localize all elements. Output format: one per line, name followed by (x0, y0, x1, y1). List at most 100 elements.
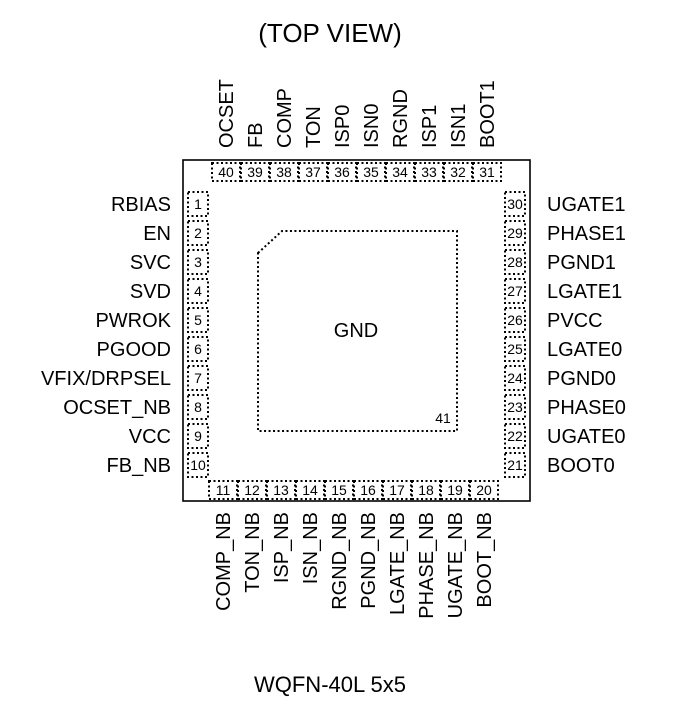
pin-name: PGOOD (97, 339, 171, 361)
pin-number: 17 (389, 482, 405, 498)
pin-right-29: 29 PHASE1 (504, 220, 626, 246)
pin-number: 11 (216, 482, 231, 498)
pin-number: 18 (418, 482, 434, 498)
pin-number: 36 (334, 164, 350, 180)
exposed-pad-number: 41 (435, 410, 451, 426)
exposed-pad-label: GND (334, 320, 378, 342)
pin-number: 40 (218, 164, 234, 180)
exposed-pad (257, 230, 458, 432)
pin-name: RBIAS (111, 194, 171, 216)
pin-pad (187, 452, 209, 478)
pin-name: TON (303, 106, 325, 148)
pin-number: 24 (507, 370, 523, 386)
pin-number: 13 (273, 482, 289, 498)
pin-name: OCSET (216, 79, 238, 148)
pin-pad (187, 365, 209, 391)
pin-name: LGATE0 (547, 339, 622, 361)
pin-left-8: 8 OCSET_NB (63, 394, 209, 420)
pin-number: 29 (507, 225, 523, 241)
pin-number: 10 (190, 457, 206, 473)
pin-name: PGND1 (547, 252, 616, 274)
pin-pad (504, 423, 526, 449)
pin-name: UGATE_NB (445, 512, 467, 618)
pin-pad (504, 336, 526, 362)
pin-pad (504, 278, 526, 304)
pins-layer: 1RBIAS2EN3SVC4SVD5PWROK6PGOOD7VFIX/DRPSE… (41, 79, 626, 619)
pin-name: BOOT0 (547, 455, 615, 477)
pin-name: LGATE1 (547, 281, 622, 303)
pin-number: 3 (194, 254, 202, 270)
pin-number: 6 (194, 341, 202, 357)
pin-left-6: 6 PGOOD (97, 336, 209, 362)
pin-top-39: 39 FB (240, 122, 270, 182)
pin-pad (504, 220, 526, 246)
pin-name: EN (143, 223, 171, 245)
pin-right-25: 25 LGATE0 (504, 336, 622, 362)
pin-name: PGND_NB (358, 512, 380, 609)
pin-pad (211, 162, 241, 182)
pin-name: BOOT_NB (474, 512, 496, 608)
pin-name: TON_NB (242, 512, 264, 593)
pin-pad (504, 365, 526, 391)
pin-name: ISN_NB (300, 512, 322, 584)
pin-number: 8 (194, 399, 202, 415)
pin-name: VFIX/DRPSEL (41, 368, 171, 390)
pin-pad (504, 307, 526, 333)
pin-number: 1 (194, 196, 202, 212)
pin-number: 22 (507, 428, 523, 444)
pin-name: PHASE_NB (416, 512, 438, 619)
pin-right-24: 24 PGND0 (504, 365, 616, 391)
pin-name: UGATE1 (547, 194, 626, 216)
pin-number: 39 (247, 164, 263, 180)
pin-name: ISP1 (419, 105, 441, 148)
pin-name: LGATE_NB (387, 512, 409, 615)
pin-pad (504, 249, 526, 275)
pin-number: 14 (302, 482, 318, 498)
pin-pad (504, 191, 526, 217)
pin-name: RGND (390, 89, 412, 148)
pin-pad (469, 480, 499, 500)
pin-left-2: 2 EN (143, 220, 209, 246)
pin-number: 2 (194, 225, 202, 241)
pin-number: 15 (331, 482, 347, 498)
pin-name: PGND0 (547, 368, 616, 390)
pin-number: 9 (194, 428, 202, 444)
pin-number: 25 (507, 341, 523, 357)
pin-number: 31 (479, 164, 495, 180)
pin-name: PHASE1 (547, 223, 626, 245)
pin-top-38: 38 COMP (269, 88, 299, 182)
pin-name: COMP_NB (213, 512, 235, 611)
pin-top-40: 40 OCSET (211, 79, 241, 182)
pin-number: 12 (244, 482, 260, 498)
pin-name: OCSET_NB (63, 397, 171, 419)
pin-pad (187, 191, 209, 217)
diagram-title: (TOP VIEW) (258, 18, 402, 48)
pin-pad (187, 423, 209, 449)
pin-number: 38 (276, 164, 292, 180)
pin-name: FB (245, 122, 267, 148)
pin-pad (187, 394, 209, 420)
pin-name: PHASE0 (547, 397, 626, 419)
pin-number: 37 (305, 164, 321, 180)
pin-name: COMP (274, 88, 296, 148)
pin-number: 16 (360, 482, 376, 498)
package-name: WQFN-40L 5x5 (254, 672, 406, 697)
